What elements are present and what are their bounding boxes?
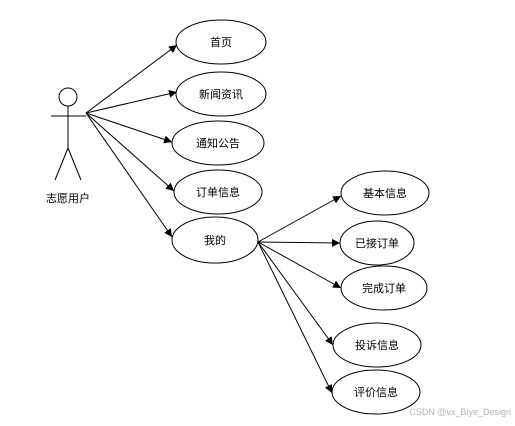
usecase-completed-orders-ellipse [340,265,428,311]
usecase-notice-ellipse [171,120,265,166]
usecase-order-info-label: 订单信息 [196,185,240,199]
usecase-home-label: 首页 [210,35,232,49]
usecase-news-label: 新闻资讯 [199,87,243,101]
assoc-order-info [85,112,175,192]
usecase-notice-label: 通知公告 [196,136,240,150]
usecase-home-ellipse [175,19,267,65]
usecase-accepted-orders-ellipse [339,220,415,266]
assoc-mine [85,112,173,238]
assoc-home [85,44,178,114]
usecase-review-info-ellipse [331,369,421,415]
assoc-completed-orders [257,241,342,289]
actor-head [58,87,78,107]
assoc-basic-info [257,195,342,243]
actor-right-leg [67,147,82,181]
usecase-completed-orders-label: 完成订单 [362,281,406,295]
usecase-complaint-info-ellipse [332,322,422,368]
actor-left-leg [54,147,69,181]
usecase-news-ellipse [175,71,267,117]
usecase-complaint-info-label: 投诉信息 [355,338,399,352]
mine-associations [257,195,342,394]
usecase-order-info-ellipse [173,169,263,215]
watermark: CSDN @vx_Biye_Design [409,407,511,417]
usecase-basic-info-ellipse [340,170,430,216]
usecase-basic-info-label: 基本信息 [363,186,407,200]
usecase-mine-ellipse [171,216,259,264]
actor-associations [85,44,178,238]
usecase-review-info-label: 评价信息 [354,385,398,399]
assoc-accepted-orders [257,238,341,247]
assoc-notice [85,112,173,144]
actor-label: 志愿用户 [46,191,90,205]
assoc-news [85,89,178,114]
assoc-review-info [257,241,333,394]
usecase-accepted-orders-label: 已接订单 [355,237,399,250]
usecase-mine-label: 我的 [204,233,226,247]
assoc-complaint-info [257,241,334,346]
actor-stick-figure [51,87,86,181]
